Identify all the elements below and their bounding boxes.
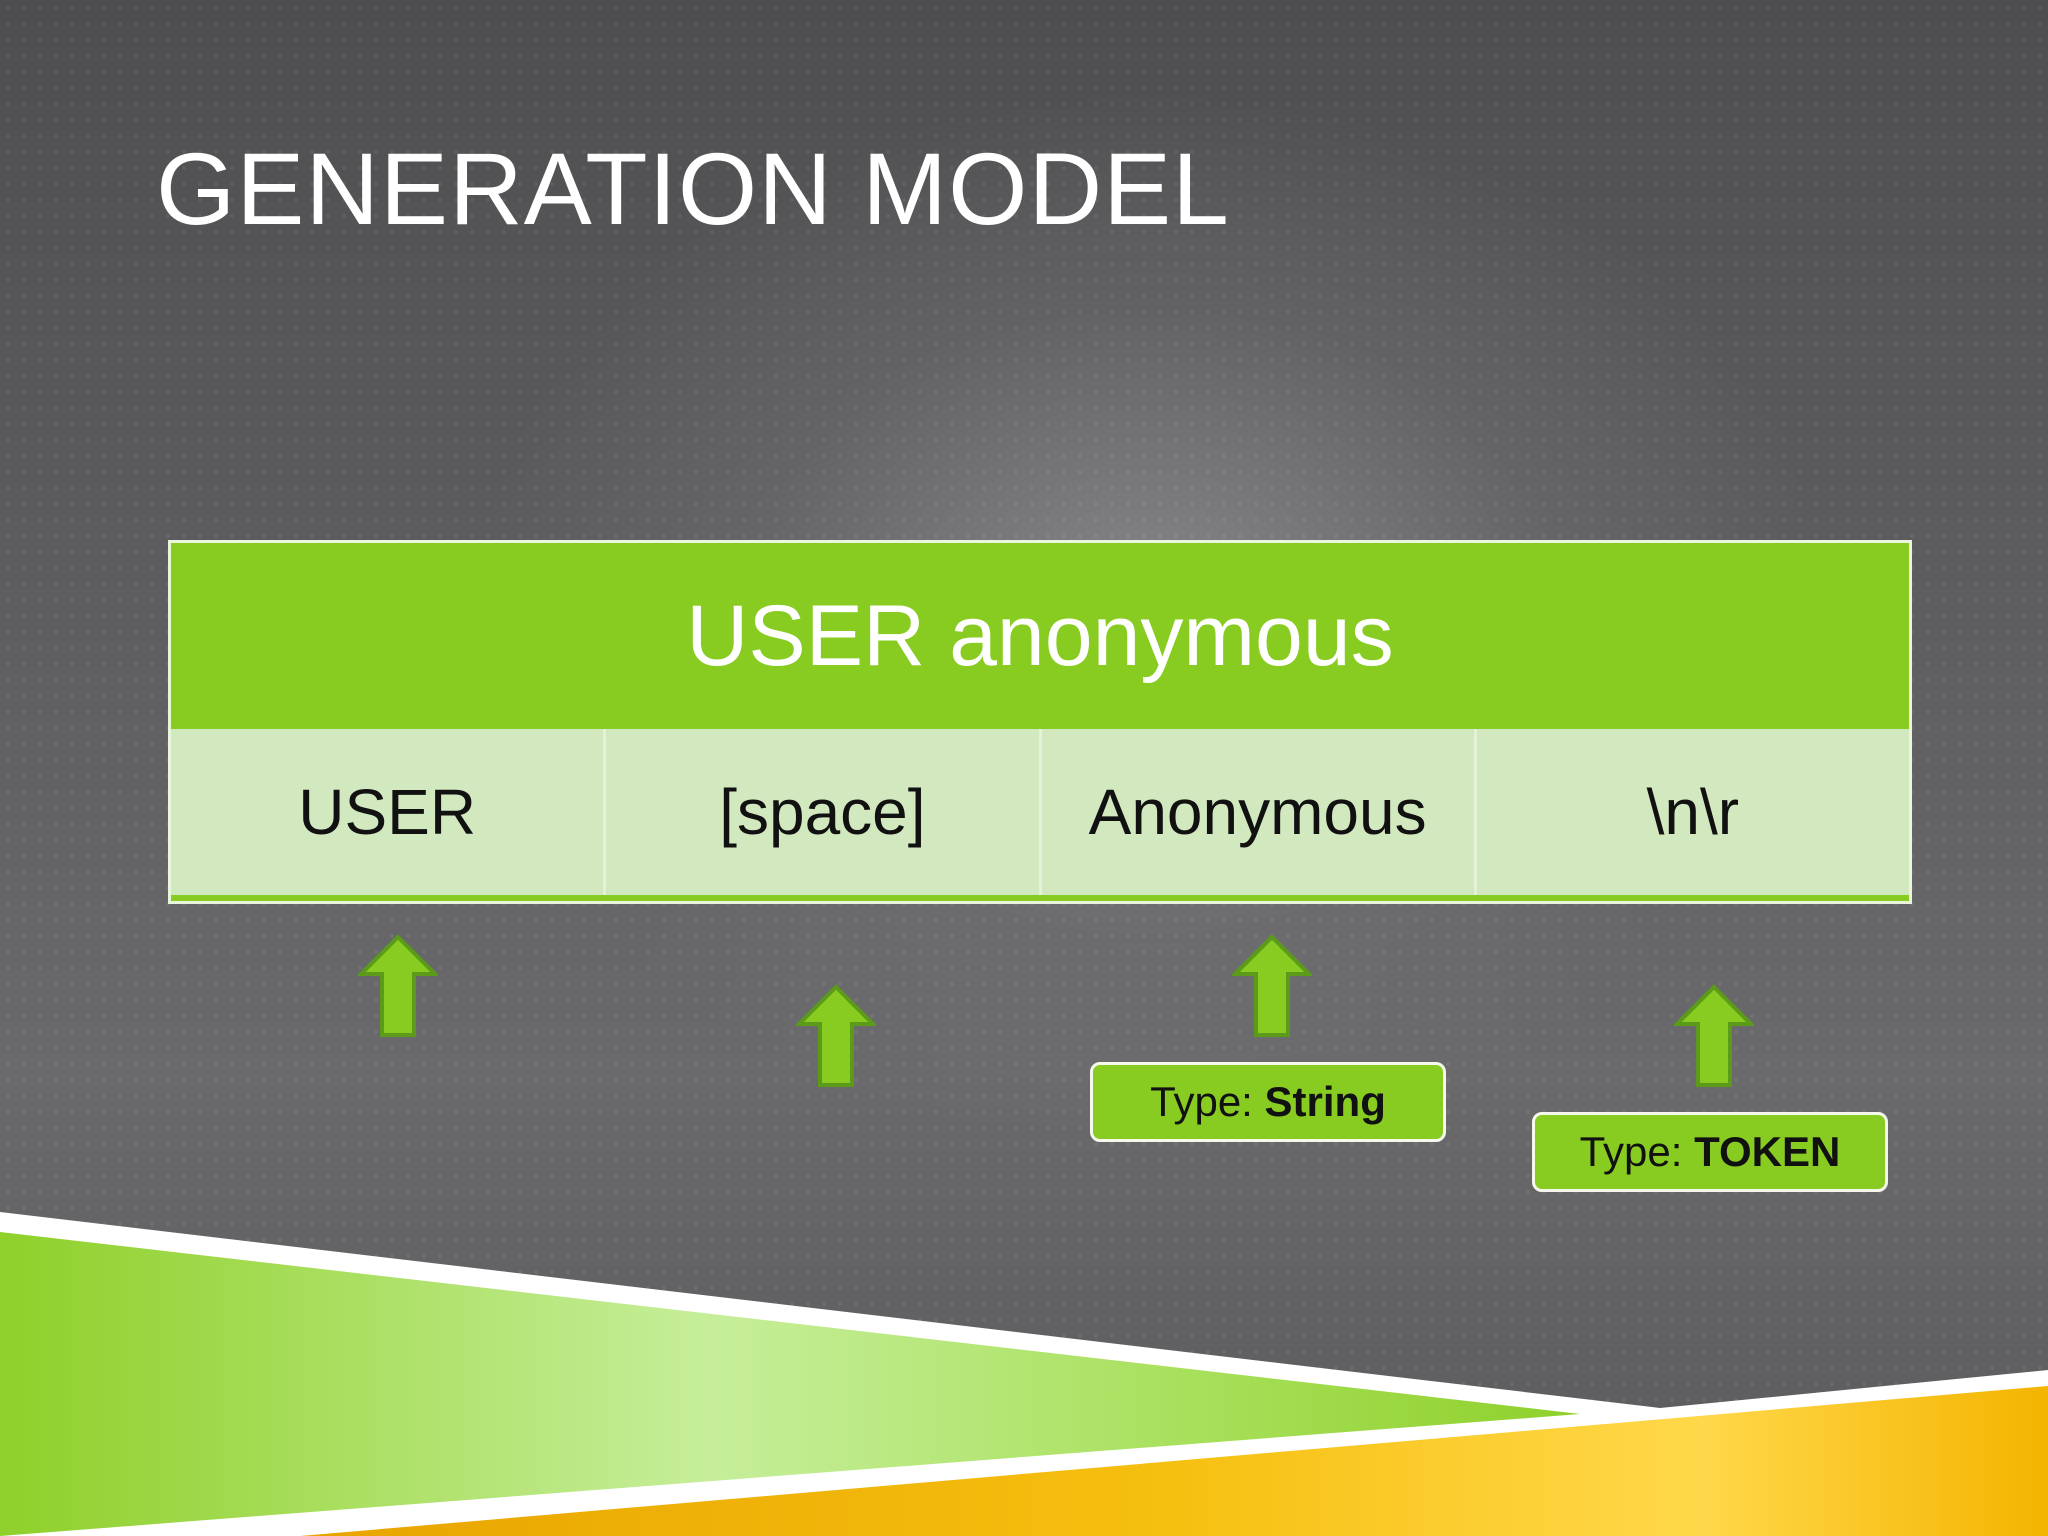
table-cell-space: [space] (606, 729, 1042, 895)
message-table: USER anonymous USER [space] Anonymous \n… (168, 540, 1912, 904)
table-cell-terminator: \n\r (1646, 776, 1740, 848)
type-value: String (1264, 1078, 1386, 1125)
table-bottom-border (171, 895, 1909, 901)
up-arrow-icon (358, 934, 438, 1037)
type-label: Type: (1150, 1078, 1253, 1125)
type-label: Type: (1579, 1128, 1683, 1175)
up-arrow-icon (1232, 934, 1312, 1037)
up-arrow-icon (796, 984, 876, 1087)
table-header: USER anonymous (171, 543, 1909, 729)
table-cell-argument: Anonymous (1042, 729, 1477, 895)
type-annotation-token: Type: TOKEN (1532, 1112, 1888, 1192)
up-arrow-icon (1674, 984, 1754, 1087)
type-annotation-string: Type: String (1090, 1062, 1446, 1142)
table-cell-command: USER (171, 729, 607, 895)
type-value: TOKEN (1694, 1128, 1841, 1175)
slide-title: GENERATION MODEL (156, 132, 1230, 246)
table-row: USER [space] Anonymous \n\r (171, 729, 1909, 895)
